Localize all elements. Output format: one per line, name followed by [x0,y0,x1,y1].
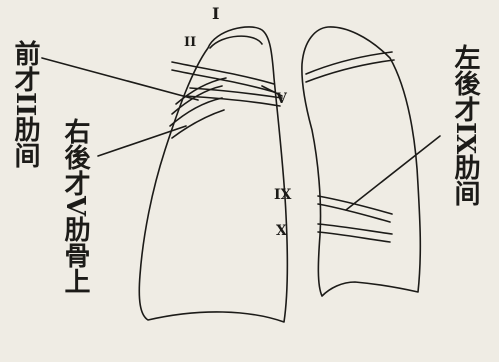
left-lung-outline [302,27,420,296]
leader-anterior-rib [42,58,198,100]
right-lung-outline [139,27,287,322]
rib-1-arc [210,36,262,48]
posterior-rib-d [172,110,224,138]
rib-10-lower [318,232,390,242]
label-right-posterior-rib-5: 右後才V肋骨上 [62,118,88,362]
left-lung-upper-rib-1 [306,52,392,74]
rib-numeral-10: X [276,224,287,238]
rib-numeral-9: IX [274,188,291,202]
leader-posterior-rib-left [346,136,440,210]
rib-numeral-5: V [276,92,287,106]
rib-9-upper [318,196,392,214]
rib-9-lower [318,204,390,222]
label-anterior-rib-2-space: 前才II肋间 [12,40,38,230]
rib-5-lower [186,96,280,106]
leader-posterior-rib-right [98,126,186,156]
left-lung-upper-rib-2 [306,60,394,82]
rib-numeral-1: I [212,6,219,22]
label-left-posterior-rib-9-space: 左後才IX肋间 [452,44,478,284]
rib-numeral-2: II [184,36,196,49]
